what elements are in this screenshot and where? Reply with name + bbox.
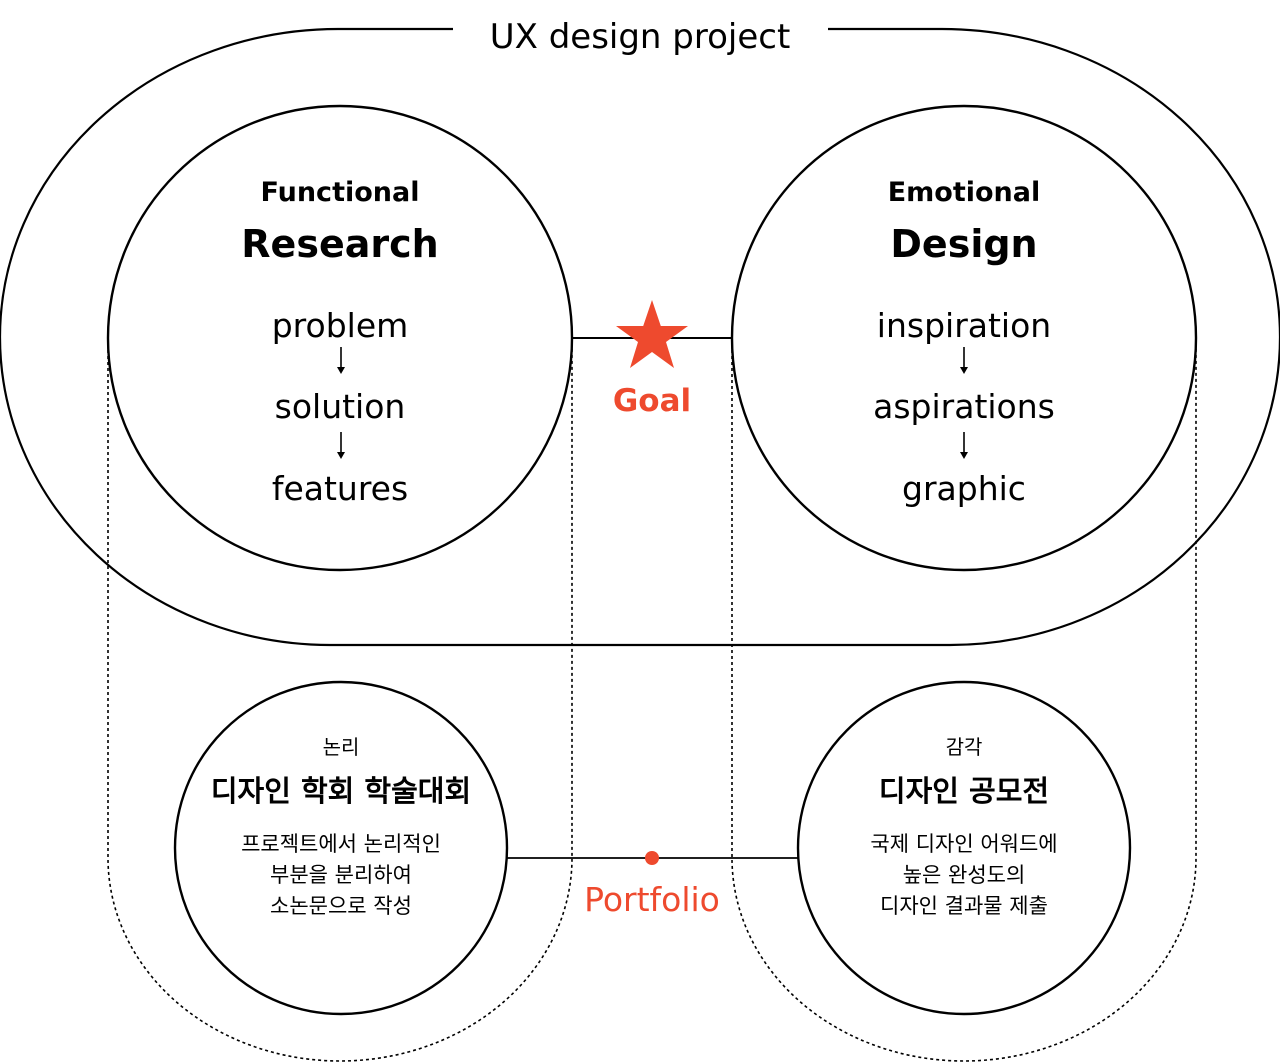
conference-line-1: 프로젝트에서 논리적인: [241, 832, 441, 856]
step-graphic: graphic: [902, 469, 1026, 508]
left-dotted-capsule: [107, 338, 573, 1062]
conference-line-2: 부분을 분리하여: [270, 863, 412, 887]
step-problem: problem: [272, 306, 409, 345]
competition-heading: 디자인 공모전: [879, 774, 1049, 808]
conference-circle: [173, 680, 509, 1016]
functional-label: Functional: [261, 177, 420, 208]
design-circle: [730, 104, 1198, 572]
competition-line-1: 국제 디자인 어워드에: [870, 832, 1057, 856]
right-dotted-capsule: [731, 338, 1197, 1062]
sense-label: 감각: [946, 735, 983, 759]
arrow-down-icon: [960, 347, 968, 374]
ux-project-boundary: [0, 27, 1280, 647]
step-solution: solution: [275, 387, 406, 426]
emotional-label: Emotional: [888, 177, 1041, 208]
arrow-down-icon: [337, 347, 345, 374]
portfolio-dot-icon: [645, 851, 659, 865]
arrow-down-icon: [337, 432, 345, 459]
conference-line-3: 소논문으로 작성: [270, 894, 412, 918]
competition-line-2: 높은 완성도의: [903, 863, 1026, 887]
step-aspirations: aspirations: [873, 387, 1055, 426]
research-heading: Research: [241, 222, 438, 266]
logic-label: 논리: [323, 735, 360, 759]
competition-line-3: 디자인 결과물 제출: [880, 894, 1048, 918]
arrow-down-icon: [960, 432, 968, 459]
step-inspiration: inspiration: [877, 306, 1051, 345]
research-circle: [106, 104, 574, 572]
portfolio-label: Portfolio: [584, 880, 720, 919]
project-title: UX design project: [490, 17, 791, 57]
step-features: features: [272, 469, 408, 508]
competition-circle: [796, 680, 1132, 1016]
goal-label: Goal: [613, 383, 691, 419]
star-icon: [616, 300, 688, 368]
conference-heading: 디자인 학회 학술대회: [211, 774, 471, 808]
design-heading: Design: [890, 222, 1037, 266]
